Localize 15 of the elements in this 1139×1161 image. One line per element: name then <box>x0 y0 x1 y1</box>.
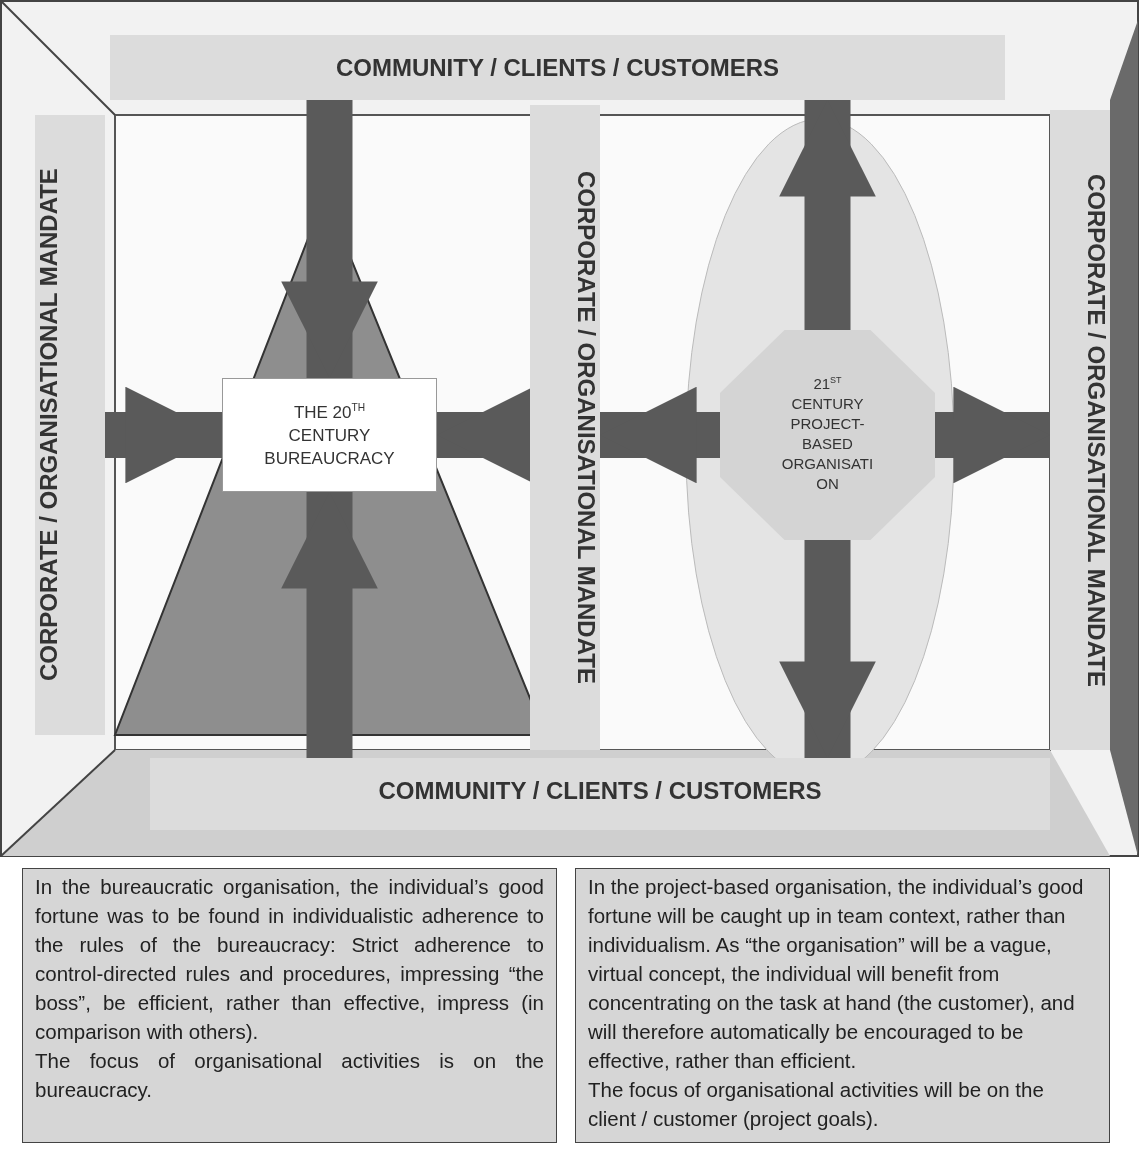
block-arrow <box>779 100 876 330</box>
label-box: THE 20$^{TH}$ CENTURY BUREAUCRACY <box>222 378 437 492</box>
banner: COMMUNITY / CLIENTS / CUSTOMERS <box>110 35 1005 100</box>
banner: CORPORATE / ORGANISATIONAL MANDATE <box>1050 110 1110 750</box>
banner: CORPORATE / ORGANISATIONAL MANDATE <box>35 115 105 735</box>
block-arrow <box>281 100 378 378</box>
block-arrow <box>779 540 876 758</box>
banner: COMMUNITY / CLIENTS / CUSTOMERS <box>150 758 1050 830</box>
block-arrow <box>281 492 378 758</box>
text-panel: In the project-based organisation, the individual’s good fortune will be caught up in team context, rather than individualism. As “the organisation” will be a vague, virtual concept, the individual will benefit from concentrating on the task at hand (the customer), and will therefore automatically be encouraged to be effective, rather than efficient. The focus of organisational activities will be on the client / customer (project goals). <box>575 868 1110 1143</box>
text-panel: In the bureaucratic organisation, the individual’s good fortune was to be found in individualistic adherence to the rules of the bureaucracy: Strict adherence to control-directed rules and procedures, impressing “the boss”, be efficient, rather than effective, impress (in comparison with others). The focus of organisational activities is on the bureaucracy. <box>22 868 557 1143</box>
block-arrow <box>105 386 222 484</box>
block-arrow <box>600 386 720 484</box>
banner: CORPORATE / ORGANISATIONAL MANDATE <box>530 105 600 750</box>
block-arrow <box>935 386 1050 484</box>
